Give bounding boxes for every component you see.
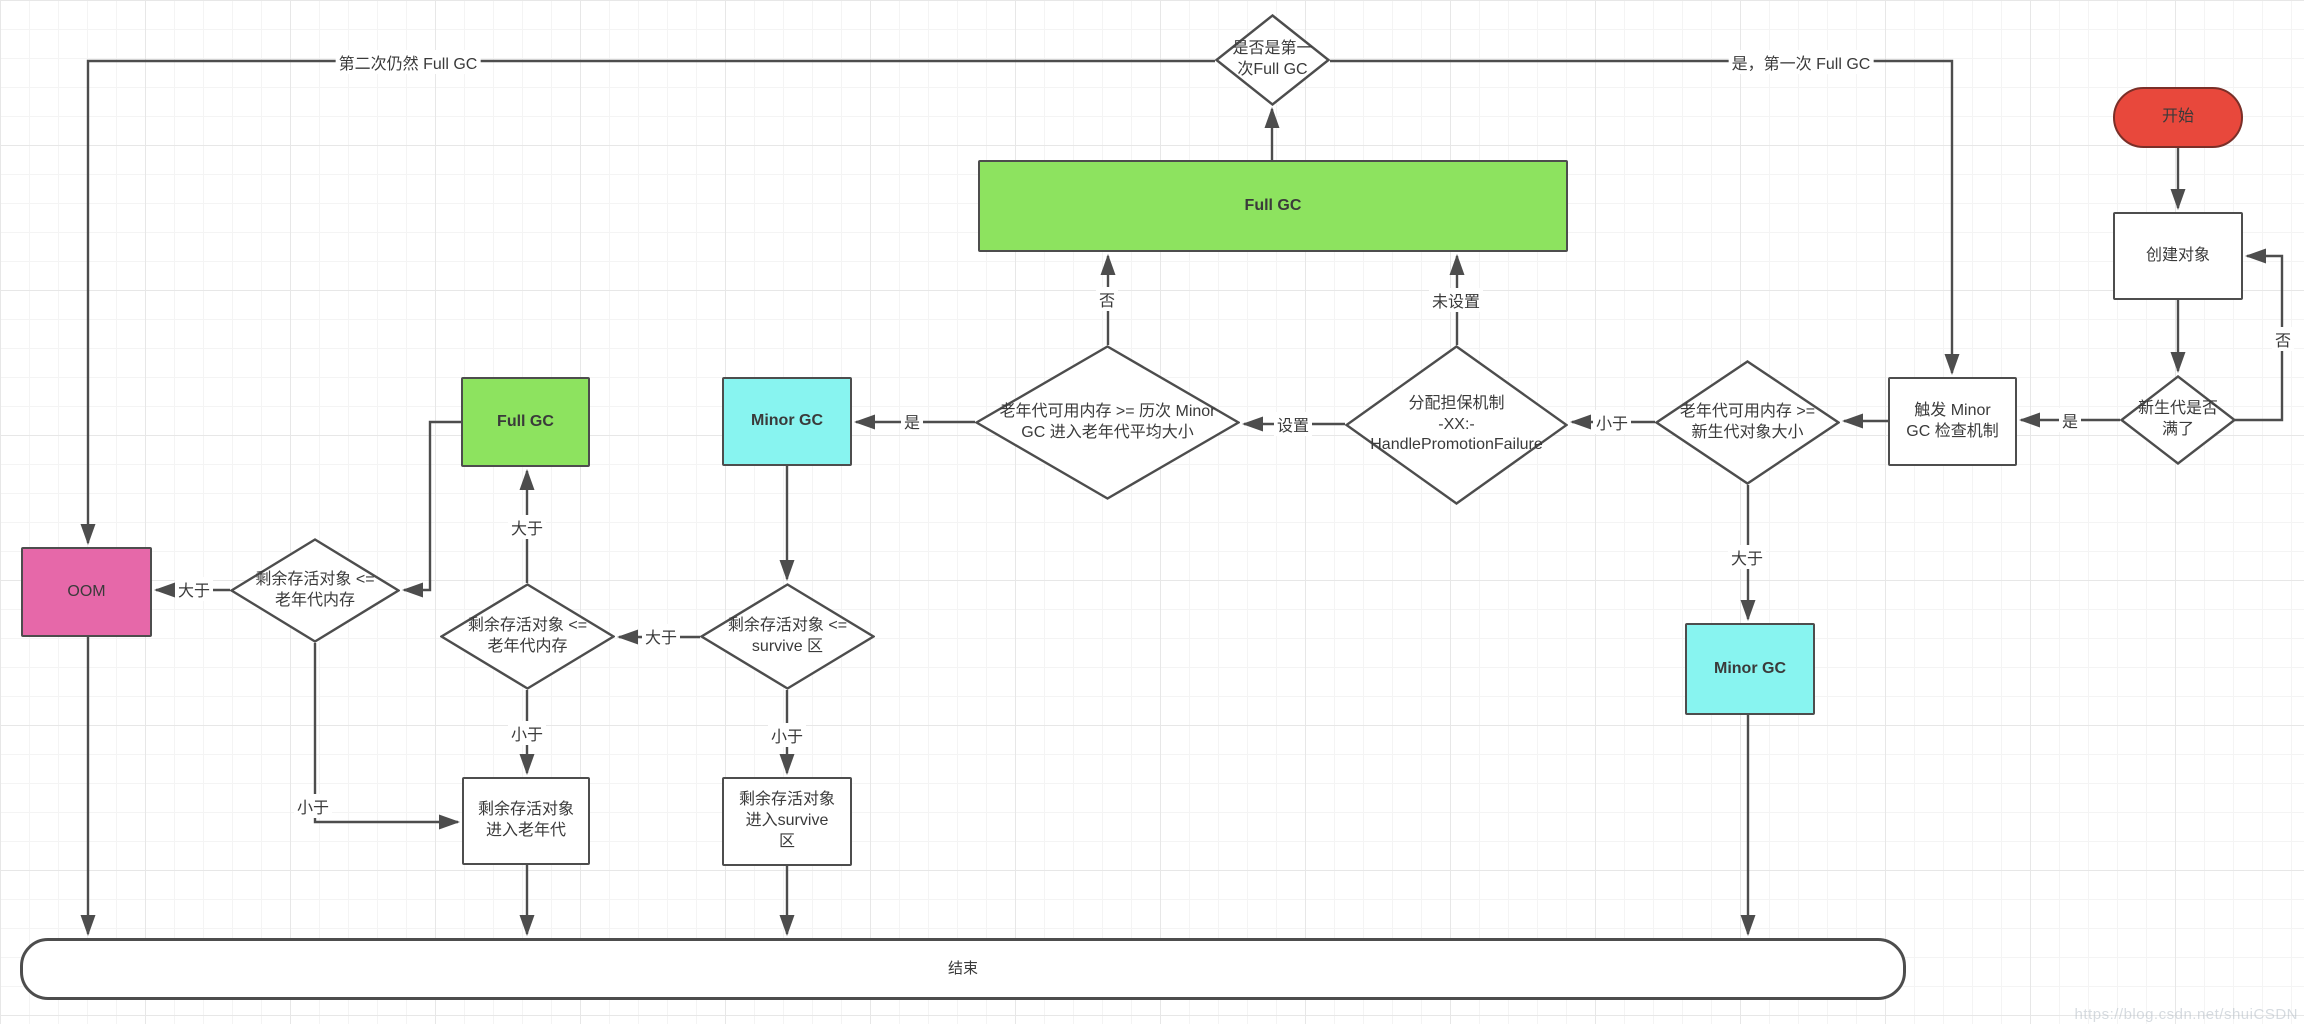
node-create-object-label: 创建对象 — [2145, 246, 2210, 264]
node-old-gen-check-mid: 剩余存活对象 <= 老年代内存 — [440, 583, 615, 690]
node-full-gc-small-label: Full GC — [497, 412, 554, 430]
node-oom: OOM — [21, 547, 152, 637]
node-enter-survivor: 剩余存活对象 进入survive 区 — [722, 777, 852, 866]
edge-label-greater-fullgc: 大于 — [507, 515, 547, 539]
node-full-gc-small: Full GC — [461, 377, 590, 467]
node-oom-label: OOM — [67, 582, 106, 600]
edge-label-less-enter-survivor: 小于 — [767, 723, 807, 747]
edge-left-check-less-to-enter-old — [313, 643, 460, 830]
edge-label-greater-minor-right: 大于 — [1727, 545, 1767, 569]
edge-label-no-loop: 否 — [2271, 327, 2295, 351]
node-end: 结束 — [20, 938, 1906, 1000]
edge-first-fullgc-to-trigger — [1330, 59, 1960, 375]
diamond-shape — [700, 583, 875, 690]
diamond-shape — [1215, 14, 1330, 106]
node-old-gen-check-left-label: 剩余存活对象 <= 老年代内存 — [255, 570, 375, 609]
node-trigger-minor-gc-label: 触发 Minor GC 检查机制 — [1906, 401, 1999, 440]
node-full-gc-main: Full GC — [978, 160, 1568, 252]
edge-label-no-fullgc: 否 — [1095, 287, 1119, 311]
node-full-gc-main-label: Full GC — [1244, 196, 1302, 214]
diamond-shape — [1345, 345, 1568, 505]
node-create-object: 创建对象 — [2113, 212, 2243, 300]
node-survivor-check: 剩余存活对象 <= survive 区 — [700, 583, 875, 690]
node-promotion-guarantee-label: 分配担保机制 -XX:- HandlePromotionFailure — [1370, 394, 1543, 454]
node-enter-survivor-label: 剩余存活对象 进入survive 区 — [738, 791, 835, 850]
node-minor-gc-right-label: Minor GC — [1714, 659, 1786, 677]
node-old-gen-check-left: 剩余存活对象 <= 老年代内存 — [230, 538, 400, 643]
edge-label-set: 设置 — [1273, 412, 1313, 436]
node-old-gen-vs-avg: 老年代可用内存 >= 历次 Minor GC 进入老年代平均大小 — [975, 345, 1240, 500]
node-minor-gc-right: Minor GC — [1685, 623, 1815, 715]
edge-fullgc-small-to-left-check — [402, 420, 461, 598]
edge-label-greater-old-check: 大于 — [641, 624, 681, 648]
edge-label-unset: 未设置 — [1428, 288, 1484, 312]
node-start: 开始 — [2113, 87, 2243, 148]
node-trigger-minor-gc: 触发 Minor GC 检查机制 — [1888, 377, 2017, 466]
edge-label-second-full-gc: 第二次仍然 Full GC — [335, 50, 481, 74]
edge-label-less-than: 小于 — [1592, 410, 1632, 434]
node-minor-gc-left: Minor GC — [722, 377, 852, 466]
node-survivor-check-label: 剩余存活对象 <= survive 区 — [727, 616, 848, 655]
node-young-gen-full: 新生代是否 满了 — [2120, 375, 2236, 465]
edge-label-greater-oom: 大于 — [174, 577, 214, 601]
diamond-shape — [975, 345, 1240, 500]
node-old-gen-vs-young-obj-label: 老年代可用内存 >= 新生代对象大小 — [1679, 402, 1816, 441]
node-start-label: 开始 — [2161, 108, 2194, 126]
node-young-gen-full-label: 新生代是否 满了 — [2137, 400, 2218, 438]
diamond-shape — [440, 583, 615, 690]
node-is-first-full-gc: 是否是第一 次Full GC — [1215, 14, 1330, 106]
edge-label-first-full-gc: 是，第一次 Full GC — [1728, 50, 1874, 74]
edge-label-less-enter-old-b: 小于 — [507, 721, 547, 745]
node-old-gen-vs-avg-label: 老年代可用内存 >= 历次 Minor GC 进入老年代平均大小 — [999, 402, 1216, 441]
edge-label-yes-minor-left: 是 — [900, 409, 924, 433]
diamond-shape — [230, 538, 400, 643]
node-enter-old-gen-label: 剩余存活对象 进入老年代 — [477, 801, 574, 839]
diamond-shape — [2120, 375, 2236, 465]
edge-second-fullgc-to-oom — [80, 59, 1215, 545]
node-is-first-full-gc-label: 是否是第一 次Full GC — [1232, 40, 1313, 78]
edge-label-less-enter-old-a: 小于 — [293, 794, 333, 818]
node-end-label: 结束 — [947, 960, 978, 978]
node-minor-gc-left-label: Minor GC — [751, 412, 823, 430]
edge-label-yes-to-trigger: 是 — [2058, 408, 2082, 432]
node-promotion-guarantee: 分配担保机制 -XX:- HandlePromotionFailure — [1345, 345, 1568, 505]
diamond-shape — [1655, 360, 1840, 485]
node-enter-old-gen: 剩余存活对象 进入老年代 — [462, 777, 590, 865]
watermark: https://blog.csdn.net/shuiCSDN — [2074, 1006, 2298, 1023]
node-old-gen-vs-young-obj: 老年代可用内存 >= 新生代对象大小 — [1655, 360, 1840, 485]
node-old-gen-check-mid-label: 剩余存活对象 <= 老年代内存 — [467, 616, 588, 655]
